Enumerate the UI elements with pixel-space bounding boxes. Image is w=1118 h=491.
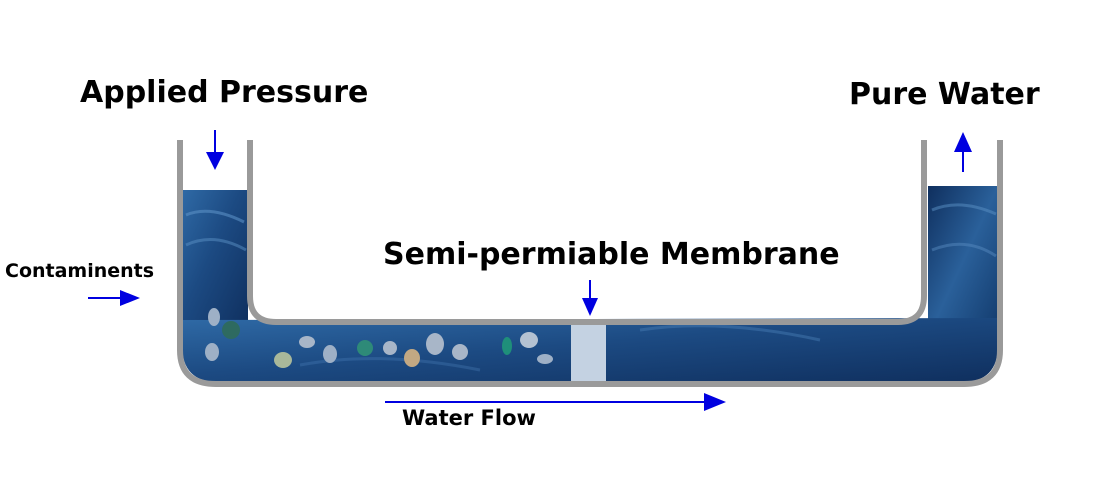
particle <box>404 349 420 367</box>
particle <box>222 321 240 339</box>
particle <box>426 333 444 355</box>
arrows <box>88 130 972 411</box>
membrane-arrow <box>582 280 598 316</box>
contaminant-particles <box>205 308 553 368</box>
pure-water-arrow <box>954 132 972 172</box>
tank-walls <box>177 140 1003 387</box>
particle <box>208 308 220 326</box>
particle <box>537 354 553 364</box>
contaminents-arrow <box>88 290 140 306</box>
particle <box>323 345 337 363</box>
tank-outer-wall <box>177 140 1003 387</box>
tank-inner-wall <box>247 140 927 325</box>
membrane-label: Semi-permiable Membrane <box>383 237 840 272</box>
water-flow-label: Water Flow <box>402 406 536 430</box>
applied-pressure-arrow <box>206 130 224 170</box>
particle <box>357 340 373 356</box>
particle <box>502 337 512 355</box>
water-flow-arrow <box>385 393 726 411</box>
contaminents-label: Contaminents <box>5 260 155 282</box>
applied-pressure-label: Applied Pressure <box>80 75 369 110</box>
particle <box>452 344 468 360</box>
pure-water-label: Pure Water <box>849 77 1040 112</box>
particle <box>205 343 219 361</box>
particle <box>274 352 292 368</box>
particle <box>299 336 315 348</box>
membrane <box>571 324 606 381</box>
particle <box>383 341 397 355</box>
particle <box>520 332 538 348</box>
